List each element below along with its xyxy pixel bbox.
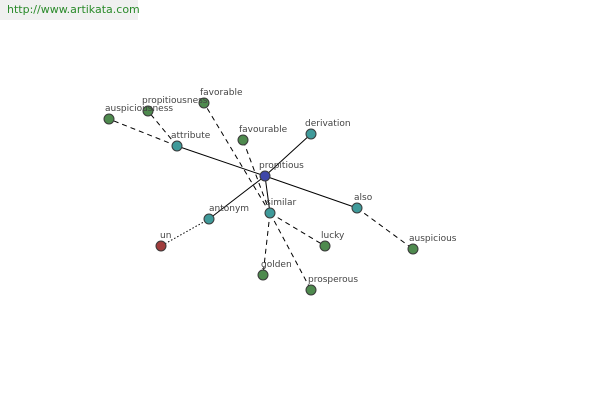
edge-similar-favourable [242, 139, 271, 214]
label-attribute: attribute [171, 131, 211, 141]
node-propitiousness[interactable] [142, 105, 154, 117]
label-lucky: lucky [321, 231, 345, 241]
node-auspiciousness[interactable] [103, 113, 115, 125]
edge-similar-favorable [203, 102, 271, 214]
node-propitious[interactable] [259, 170, 271, 182]
node-antonym[interactable] [203, 213, 215, 225]
edge-similar-golden [262, 212, 271, 276]
edge-also-auspicious [356, 207, 414, 250]
node-favorable[interactable] [198, 97, 210, 109]
node-auspicious[interactable] [407, 243, 419, 255]
graph-nodes [103, 97, 419, 296]
graph-labels: propitious attribute derivation also antonym… [105, 88, 457, 285]
label-auspiciousness: auspiciousness [105, 104, 173, 114]
label-favorable: favorable [200, 88, 243, 98]
label-favourable: favourable [239, 125, 288, 135]
edge-similar-prosperous [269, 212, 312, 291]
label-auspicious: auspicious [409, 234, 457, 244]
edge-antonym-un [160, 218, 210, 247]
label-antonym: antonym [209, 204, 249, 214]
label-propitiousness: propitiousness [142, 96, 208, 106]
node-similar[interactable] [264, 207, 276, 219]
graph-edges [108, 102, 414, 291]
label-un: un [160, 231, 171, 241]
label-prosperous: prosperous [308, 275, 358, 285]
edge-propitious-antonym [208, 175, 266, 220]
label-also: also [354, 193, 373, 203]
node-lucky[interactable] [319, 240, 331, 252]
node-golden[interactable] [257, 269, 269, 281]
label-golden: golden [261, 260, 292, 270]
source-url-banner[interactable]: http://www.artikata.com [0, 0, 140, 20]
node-prosperous[interactable] [305, 284, 317, 296]
edge-propitious-attribute [176, 145, 266, 177]
node-un[interactable] [155, 240, 167, 252]
edge-attribute-auspiciousness [108, 118, 178, 147]
node-attribute[interactable] [171, 140, 183, 152]
edge-similar-lucky [269, 212, 326, 247]
label-propitious: propitious [259, 161, 304, 171]
label-derivation: derivation [305, 119, 351, 129]
label-similar: similar [266, 198, 296, 208]
edge-attribute-propitiousness [147, 110, 178, 147]
node-also[interactable] [351, 202, 363, 214]
edge-propitious-similar [264, 175, 271, 214]
node-favourable[interactable] [237, 134, 249, 146]
node-derivation[interactable] [305, 128, 317, 140]
edge-propitious-derivation [264, 133, 312, 177]
edge-propitious-also [264, 175, 358, 209]
